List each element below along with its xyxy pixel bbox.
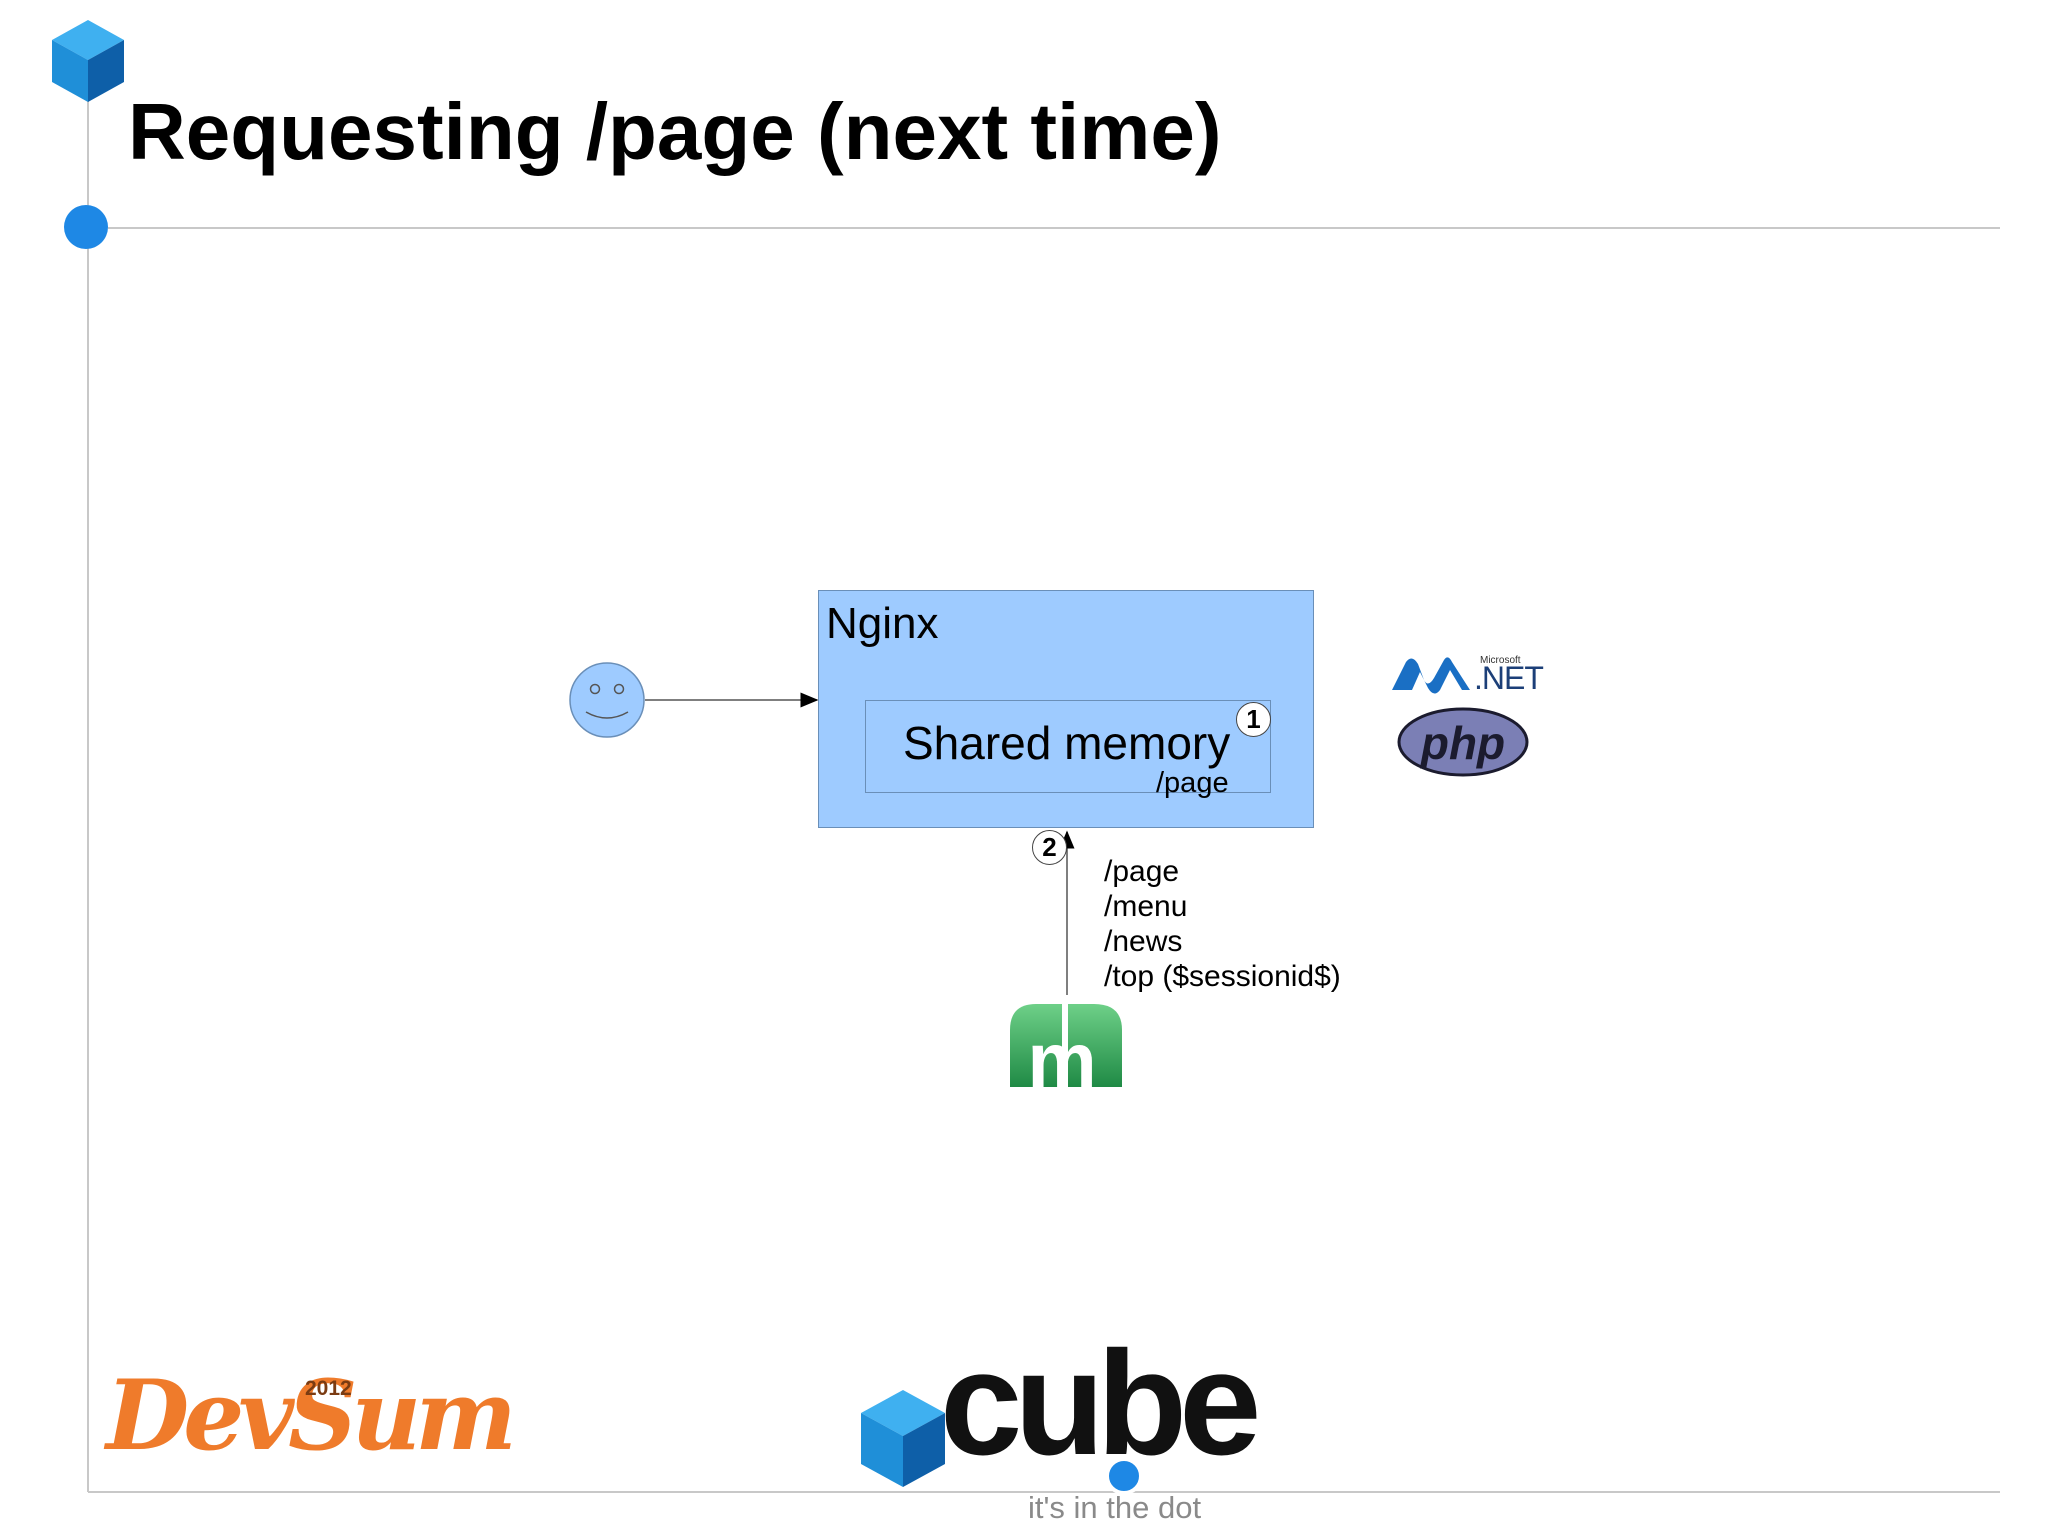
nginx-label: Nginx [826, 599, 939, 648]
nginx-box [818, 590, 1314, 828]
php-logo-icon [1397, 707, 1529, 777]
route-list: /page /menu /news /top ($sessionid$) [1104, 854, 1341, 994]
company-logo-text: cube [940, 1321, 1261, 1486]
route-item: /news [1104, 925, 1183, 958]
devsum-year: 2012 [305, 1377, 352, 1400]
php-label: php [1420, 717, 1506, 769]
svg-text:m: m [1027, 1016, 1096, 1104]
timeline-dot-icon [64, 205, 108, 249]
dotnet-logo-icon [1392, 657, 1470, 694]
slide-title: Requesting /page (next time) [128, 87, 1222, 176]
company-tagline: it's in the dot [1028, 1490, 1202, 1525]
cube-icon [52, 20, 124, 102]
step-badge-2: 2 [1032, 830, 1067, 865]
devsum-logo: DevSum [106, 1359, 517, 1472]
cube-logo-dot-icon [1105, 1457, 1143, 1495]
shared-memory-key: /page [1156, 767, 1229, 799]
shared-memory-box [865, 700, 1271, 793]
microsoft-label: Microsoft [1480, 655, 1521, 666]
route-item: /top ($sessionid$) [1104, 960, 1341, 993]
cube-logo-icon [861, 1390, 945, 1487]
step-badge-1: 1 [1236, 702, 1271, 737]
shared-memory-label: Shared memory [903, 717, 1231, 769]
route-item: /menu [1104, 890, 1188, 923]
route-item: /page [1104, 855, 1180, 888]
smiley-face-icon [569, 662, 645, 738]
dotnet-label: .NET [1474, 660, 1544, 696]
memcached-icon: m [1010, 1004, 1122, 1104]
